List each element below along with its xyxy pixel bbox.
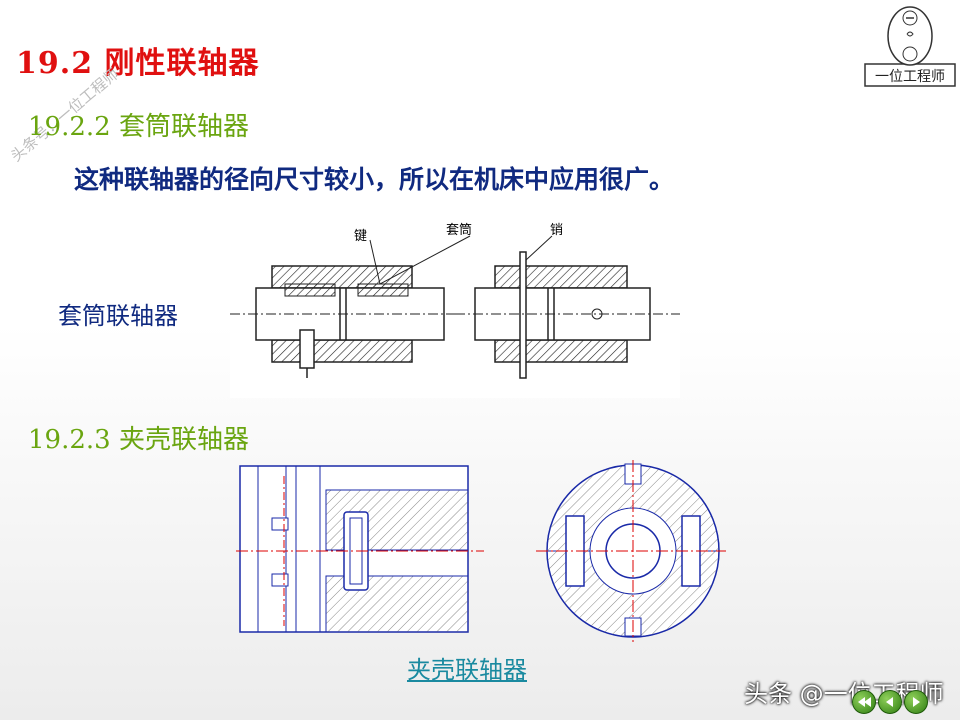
- section-description: 这种联轴器的径向尺寸较小，所以在机床中应用很广。: [74, 165, 675, 194]
- back-icon[interactable]: [878, 690, 902, 714]
- logo-text: 一位工程师: [875, 69, 945, 85]
- rewind-icon[interactable]: [852, 690, 876, 714]
- callout-pin: 销: [550, 223, 563, 238]
- callout-sleeve: 套筒: [446, 222, 472, 238]
- page-title: 19.2 刚性联轴器: [16, 46, 260, 81]
- figure-label-sleeve: 套筒联轴器: [58, 302, 178, 330]
- forward-icon[interactable]: [904, 690, 928, 714]
- section-heading-sleeve: 19.2.2 套筒联轴器: [28, 112, 249, 142]
- sleeve-coupling-figure: 键 套筒 销: [230, 218, 680, 398]
- clamp-coupling-figure: [236, 456, 726, 642]
- logo: [864, 4, 956, 88]
- section-heading-clamp: 19.2.3 夹壳联轴器: [28, 425, 249, 455]
- callout-key: 键: [354, 229, 367, 244]
- figure-link-clamp[interactable]: 夹壳联轴器: [407, 656, 527, 684]
